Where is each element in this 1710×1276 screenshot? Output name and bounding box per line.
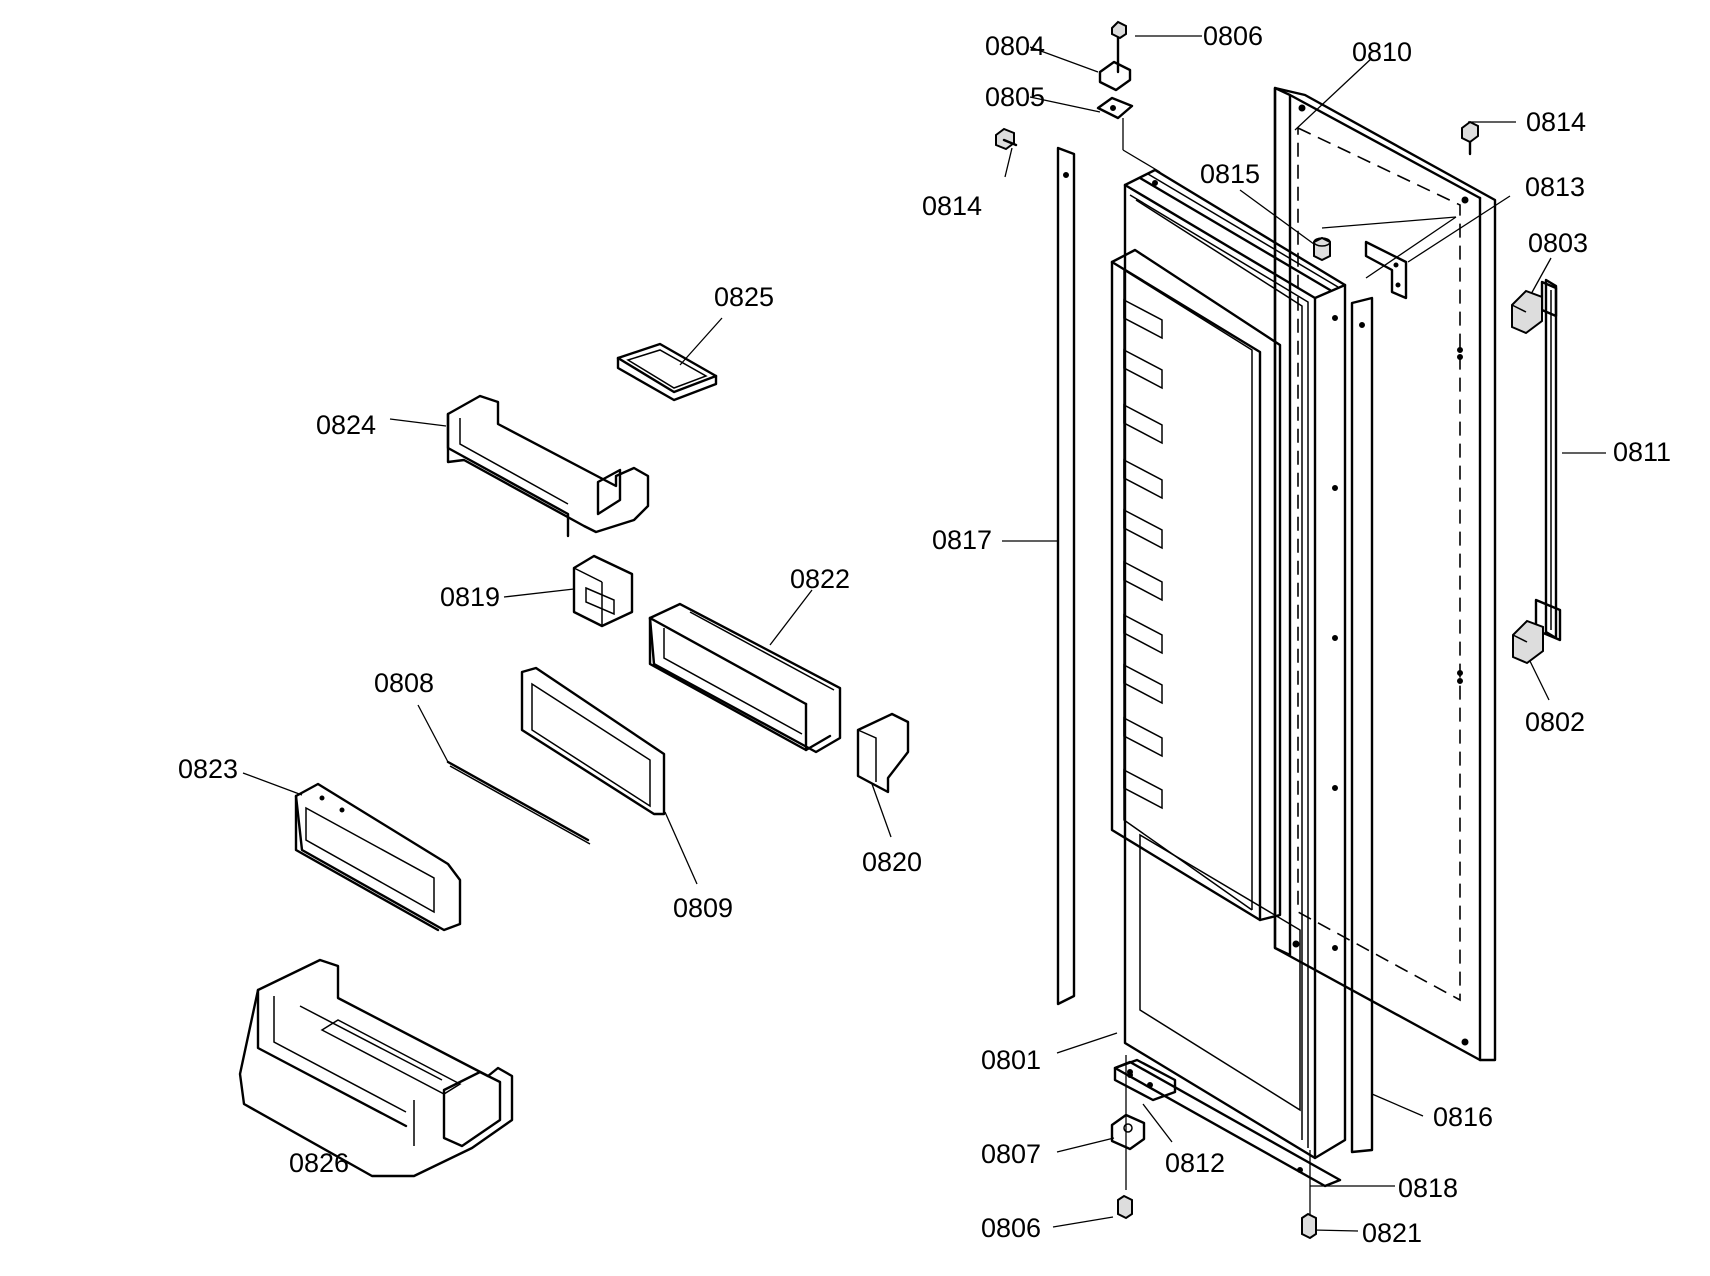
callout-0806-top: 0806 [1203, 21, 1264, 51]
leader-0805 [1029, 96, 1101, 113]
leader-0802 [1526, 654, 1550, 701]
callout-0816: 0816 [1433, 1102, 1494, 1132]
leader-0806-bottom [1052, 1216, 1114, 1228]
alignment-hinge-top-2 [1122, 149, 1161, 173]
liner-ribs [1123, 298, 1163, 810]
inner-door-liner-0801 [1110, 168, 1347, 1160]
upper-door-bin-0824 [446, 394, 650, 538]
callout-0808: 0808 [374, 668, 435, 698]
bracket-0819 [572, 554, 634, 628]
drawer-housing-0822 [648, 602, 842, 754]
leader-0813 [1407, 195, 1511, 263]
leader-0825 [679, 317, 723, 366]
callout-0815: 0815 [1200, 159, 1261, 189]
right-trim-strip-0816 [1350, 296, 1374, 1154]
drawer-front-0823 [294, 782, 462, 932]
bottom-hinge-0812 [1113, 1058, 1177, 1102]
callout-0819: 0819 [440, 582, 501, 612]
door-assembly [995, 20, 1562, 1240]
leader-0812 [1142, 1103, 1173, 1143]
bottom-hinge-pin-0807 [1110, 1113, 1146, 1151]
callout-0803: 0803 [1528, 228, 1589, 258]
callout-0814-right: 0814 [1526, 107, 1587, 137]
callout-0818: 0818 [1398, 1173, 1459, 1203]
handle-cap-top-0803 [1511, 289, 1543, 335]
leader-0824 [389, 418, 447, 427]
callout-0814-left: 0814 [922, 191, 983, 221]
leader-0822 [769, 589, 813, 646]
callout-0825: 0825 [714, 282, 775, 312]
hinge-screw-0806-bottom [1117, 1194, 1133, 1220]
callout-0813: 0813 [1525, 172, 1586, 202]
bracket-0820 [856, 712, 910, 794]
seal-strip-0808 [446, 760, 591, 845]
leader-0804 [1029, 46, 1099, 73]
callout-0817: 0817 [932, 525, 993, 555]
alignment-0813 [1365, 216, 1457, 279]
screw-0814-left [995, 127, 1018, 151]
hinge-screw-0806-top [1111, 20, 1127, 40]
plug-0815 [1313, 236, 1331, 262]
leader-0810 [1294, 57, 1373, 131]
callout-0826: 0826 [289, 1148, 350, 1178]
callout-0822: 0822 [790, 564, 851, 594]
leader-0816 [1371, 1093, 1424, 1117]
bracket-0813 [1364, 240, 1408, 300]
leader-0801 [1056, 1032, 1118, 1054]
handle-cap-bottom-0802 [1512, 619, 1544, 665]
door-bins [238, 342, 910, 1178]
screw-0814-right [1461, 120, 1479, 156]
drawer-frame-0809 [520, 666, 666, 816]
callout-0811: 0811 [1613, 437, 1672, 467]
callout-0823: 0823 [178, 754, 239, 784]
callout-0801: 0801 [981, 1045, 1042, 1075]
callout-0807: 0807 [981, 1139, 1042, 1169]
leader-lines [242, 35, 1606, 1232]
leader-0819 [503, 588, 575, 598]
callout-0810: 0810 [1352, 37, 1413, 67]
screw-0821 [1301, 1212, 1317, 1240]
callout-0804: 0804 [985, 31, 1046, 61]
leader-0821 [1312, 1229, 1359, 1232]
callout-0809: 0809 [673, 893, 734, 923]
callout-0802: 0802 [1525, 707, 1586, 737]
alignment-0815 [1321, 216, 1457, 229]
small-tray-0825 [616, 342, 718, 402]
left-trim-strip-0817 [1056, 146, 1076, 1006]
callout-0824: 0824 [316, 410, 377, 440]
leader-0815 [1239, 189, 1319, 248]
callout-0805: 0805 [985, 82, 1046, 112]
hinge-washer-0805 [1096, 96, 1134, 120]
callout-0821: 0821 [1362, 1218, 1423, 1248]
callout-0806-bottom: 0806 [981, 1213, 1042, 1243]
top-hinge-0804 [1098, 28, 1132, 92]
lower-door-bin-0826 [238, 958, 514, 1178]
leader-0823 [242, 772, 303, 796]
callout-0812: 0812 [1165, 1148, 1226, 1178]
door-outer-panel-0810 [1273, 86, 1497, 1062]
leader-0807 [1056, 1137, 1115, 1153]
leader-0808 [417, 704, 449, 763]
leader-0809 [664, 811, 698, 885]
handle-0811 [1534, 278, 1562, 642]
leader-0820 [871, 783, 892, 838]
callout-0820: 0820 [862, 847, 923, 877]
leader-0814-left [1004, 147, 1013, 178]
bottom-channel-0818 [1113, 1060, 1342, 1188]
